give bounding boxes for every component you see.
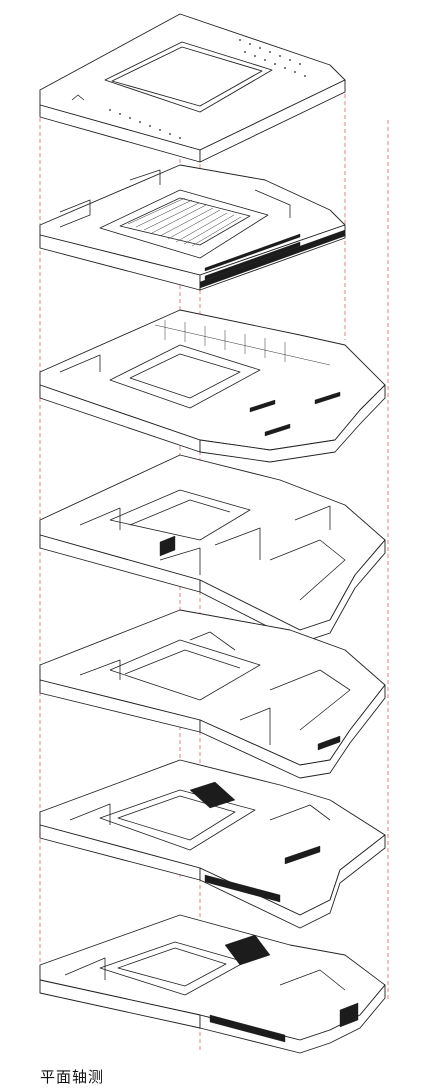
roof-vent-dots bbox=[109, 39, 306, 139]
figure-caption: 平面轴测 bbox=[40, 1068, 105, 1086]
auditorium-seating-rows bbox=[127, 197, 242, 247]
level-4-room-grid bbox=[154, 320, 331, 366]
ground-level-layer bbox=[39, 914, 386, 1054]
ground-escalator bbox=[224, 934, 271, 966]
level-5-layer bbox=[39, 164, 346, 291]
level-4-layer bbox=[39, 309, 386, 463]
level-1-stairs bbox=[204, 845, 321, 903]
facade-louvers bbox=[199, 229, 346, 289]
level-4-stairs bbox=[249, 391, 341, 437]
level-2-layer bbox=[39, 609, 386, 779]
level-3-layer bbox=[39, 454, 386, 644]
level-1-layer bbox=[39, 759, 386, 929]
ground-stairs bbox=[209, 1002, 359, 1043]
roof-layer bbox=[39, 13, 346, 163]
level-1-escalator bbox=[189, 781, 236, 809]
